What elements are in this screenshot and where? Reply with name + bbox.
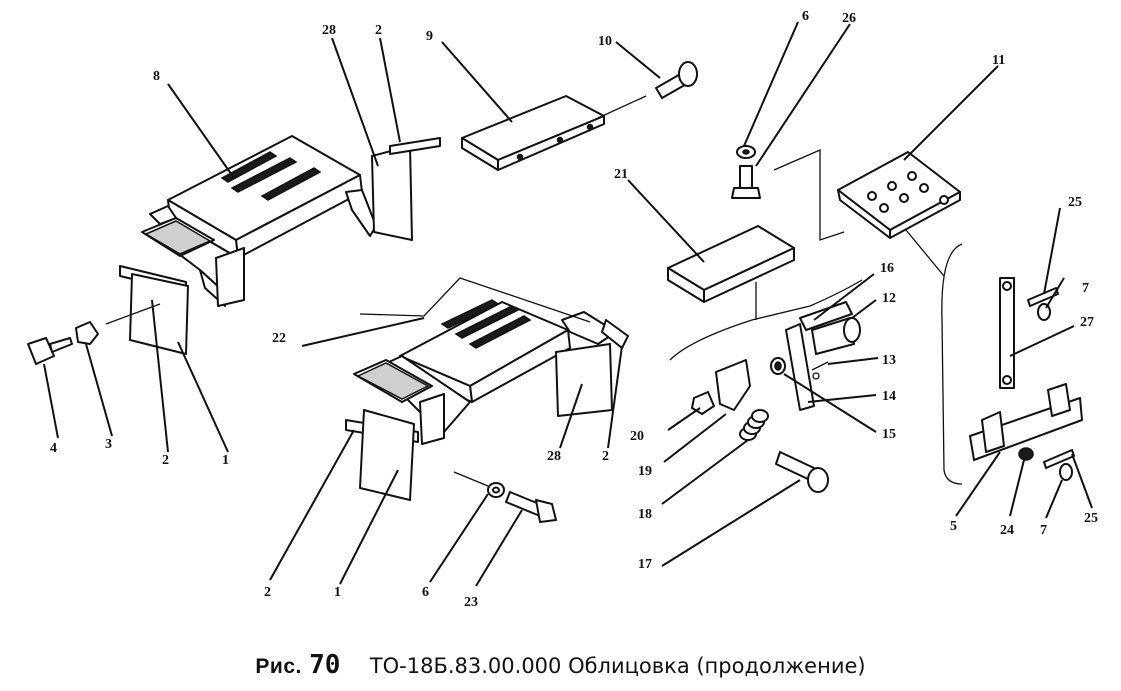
callout-9: 9 — [426, 29, 433, 44]
callout-labels: 8 28 2 9 10 6 26 11 21 25 7 27 22 16 12 … — [50, 9, 1098, 610]
callout-24: 24 — [1000, 523, 1014, 538]
figure-title: ТО-18Б.83.00.000 Облицовка (продолжение) — [369, 654, 866, 678]
washer-6-upper — [736, 145, 756, 159]
figure-caption: Рис. 70 ТО-18Б.83.00.000 Облицовка (прод… — [0, 650, 1121, 680]
callout-2-upper: 2 — [375, 23, 382, 38]
callout-21: 21 — [614, 167, 628, 182]
callout-leaders — [43, 21, 1093, 587]
callout-11: 11 — [992, 53, 1005, 68]
panel-28-upper — [371, 145, 413, 241]
bracket-19 — [715, 359, 751, 411]
figure-prefix: Рис. — [255, 655, 302, 678]
nut-3 — [75, 321, 99, 345]
assembly-lines — [105, 95, 963, 487]
panel-1-lower — [359, 409, 415, 501]
callout-1-lower: 1 — [334, 585, 341, 600]
callout-27: 27 — [1080, 315, 1094, 330]
callout-14: 14 — [882, 389, 896, 404]
bracket-5 — [969, 383, 1083, 461]
bolt-10 — [655, 61, 698, 99]
callout-25-lower: 25 — [1084, 511, 1098, 526]
callout-6-upper: 6 — [802, 9, 809, 24]
panel-28-lower — [555, 343, 613, 417]
callout-13: 13 — [882, 353, 896, 368]
callout-6-lower: 6 — [422, 585, 429, 600]
pin-17 — [775, 451, 829, 493]
figure-number: 70 — [309, 650, 341, 680]
callout-28-upper: 28 — [322, 23, 336, 38]
upper-fender-assembly — [141, 135, 377, 307]
callout-2-left: 2 — [162, 453, 169, 468]
callout-12: 12 — [882, 291, 896, 306]
lower-fender-assembly — [353, 299, 617, 445]
bolt-26 — [731, 165, 761, 199]
pin-25-upper — [1027, 287, 1059, 321]
callout-8: 8 — [153, 69, 160, 84]
callout-22: 22 — [272, 331, 286, 346]
callout-16: 16 — [880, 261, 894, 276]
callout-20: 20 — [630, 429, 644, 444]
nut-20 — [691, 391, 715, 415]
bracket-27 — [999, 277, 1015, 389]
bolt-23 — [505, 491, 557, 523]
pin-12 — [811, 317, 861, 355]
callout-2-lower-left: 2 — [264, 585, 271, 600]
bolt-4 — [27, 337, 73, 365]
callout-28-lower: 28 — [547, 449, 561, 464]
washer-15 — [770, 357, 786, 375]
callout-7-lower: 7 — [1040, 523, 1047, 538]
callout-17: 17 — [638, 557, 652, 572]
plate-21 — [667, 225, 795, 303]
callout-25-upper: 25 — [1068, 195, 1082, 210]
washer-6-lower — [487, 482, 505, 498]
callout-3: 3 — [105, 437, 112, 452]
callout-5: 5 — [950, 519, 957, 534]
callout-18: 18 — [638, 507, 652, 522]
spring-18 — [739, 409, 769, 441]
callout-26: 26 — [842, 11, 856, 26]
callout-19: 19 — [638, 464, 652, 479]
callout-10: 10 — [598, 34, 612, 49]
plate-9 — [461, 95, 605, 171]
callout-1-left: 1 — [222, 453, 229, 468]
callout-15: 15 — [882, 427, 896, 442]
pin-25-lower — [1043, 449, 1075, 481]
panel-1-left — [129, 273, 189, 355]
step-11 — [837, 151, 961, 239]
callout-23: 23 — [464, 595, 478, 610]
callout-7-upper: 7 — [1082, 281, 1089, 296]
callout-4: 4 — [50, 441, 57, 456]
strip-2-upper — [389, 137, 441, 155]
callout-2-lower-right: 2 — [602, 449, 609, 464]
lever-14 — [785, 323, 815, 411]
cotter-pin-13 — [811, 361, 829, 380]
nut-24 — [1018, 447, 1034, 461]
